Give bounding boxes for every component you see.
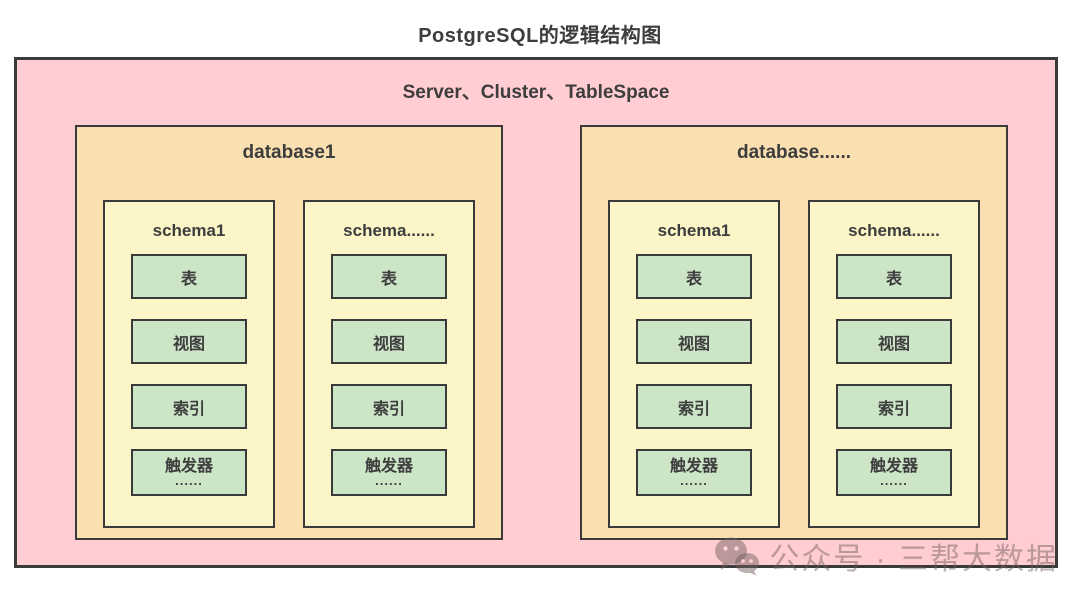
index-item: 索引	[836, 384, 952, 429]
index-item: 索引	[131, 384, 247, 429]
trigger-item: 触发器 ......	[331, 449, 447, 496]
trigger-ellipsis: ......	[880, 472, 908, 488]
table-item: 表	[131, 254, 247, 299]
database-label: database1	[242, 142, 336, 163]
table-item: 表	[836, 254, 952, 299]
trigger-item: 触发器 ......	[836, 449, 952, 496]
view-item: 视图	[131, 319, 247, 364]
schema-box-2: schema...... 表 视图 索引 触发器 ......	[808, 200, 980, 528]
table-item: 表	[636, 254, 752, 299]
schema-label: schema1	[152, 221, 226, 240]
view-item: 视图	[836, 319, 952, 364]
trigger-item: 触发器 ......	[636, 449, 752, 496]
schema-label: schema1	[657, 221, 731, 240]
trigger-label: 触发器	[164, 458, 213, 476]
database-label: database......	[736, 142, 852, 163]
view-item: 视图	[331, 319, 447, 364]
schema-label: schema......	[343, 221, 435, 240]
index-item: 索引	[636, 384, 752, 429]
server-box-label: Server、Cluster、TableSpace	[402, 82, 670, 103]
server-cluster-tablespace-box: Server、Cluster、TableSpace database1 sche…	[14, 57, 1058, 568]
schema-row: schema1 表 视图 索引 触发器 ...... schema...... …	[103, 200, 475, 528]
schema-box-2: schema...... 表 视图 索引 触发器 ......	[303, 200, 475, 528]
table-item: 表	[331, 254, 447, 299]
trigger-ellipsis: ......	[680, 472, 708, 488]
trigger-label: 触发器	[669, 458, 718, 476]
schema-box-1: schema1 表 视图 索引 触发器 ......	[103, 200, 275, 528]
database-box-1: database1 schema1 表 视图 索引 触发器 ...... sch…	[75, 125, 503, 540]
database-box-2: database...... schema1 表 视图 索引 触发器 .....…	[580, 125, 1008, 540]
view-item: 视图	[636, 319, 752, 364]
trigger-label: 触发器	[869, 458, 918, 476]
schema-box-1: schema1 表 视图 索引 触发器 ......	[608, 200, 780, 528]
trigger-item: 触发器 ......	[131, 449, 247, 496]
trigger-ellipsis: ......	[375, 472, 403, 488]
trigger-label: 触发器	[364, 458, 413, 476]
schema-label: schema......	[848, 221, 940, 240]
trigger-ellipsis: ......	[175, 472, 203, 488]
schema-row: schema1 表 视图 索引 触发器 ...... schema...... …	[608, 200, 980, 528]
diagram-title: PostgreSQL的逻辑结构图	[418, 25, 662, 47]
index-item: 索引	[331, 384, 447, 429]
